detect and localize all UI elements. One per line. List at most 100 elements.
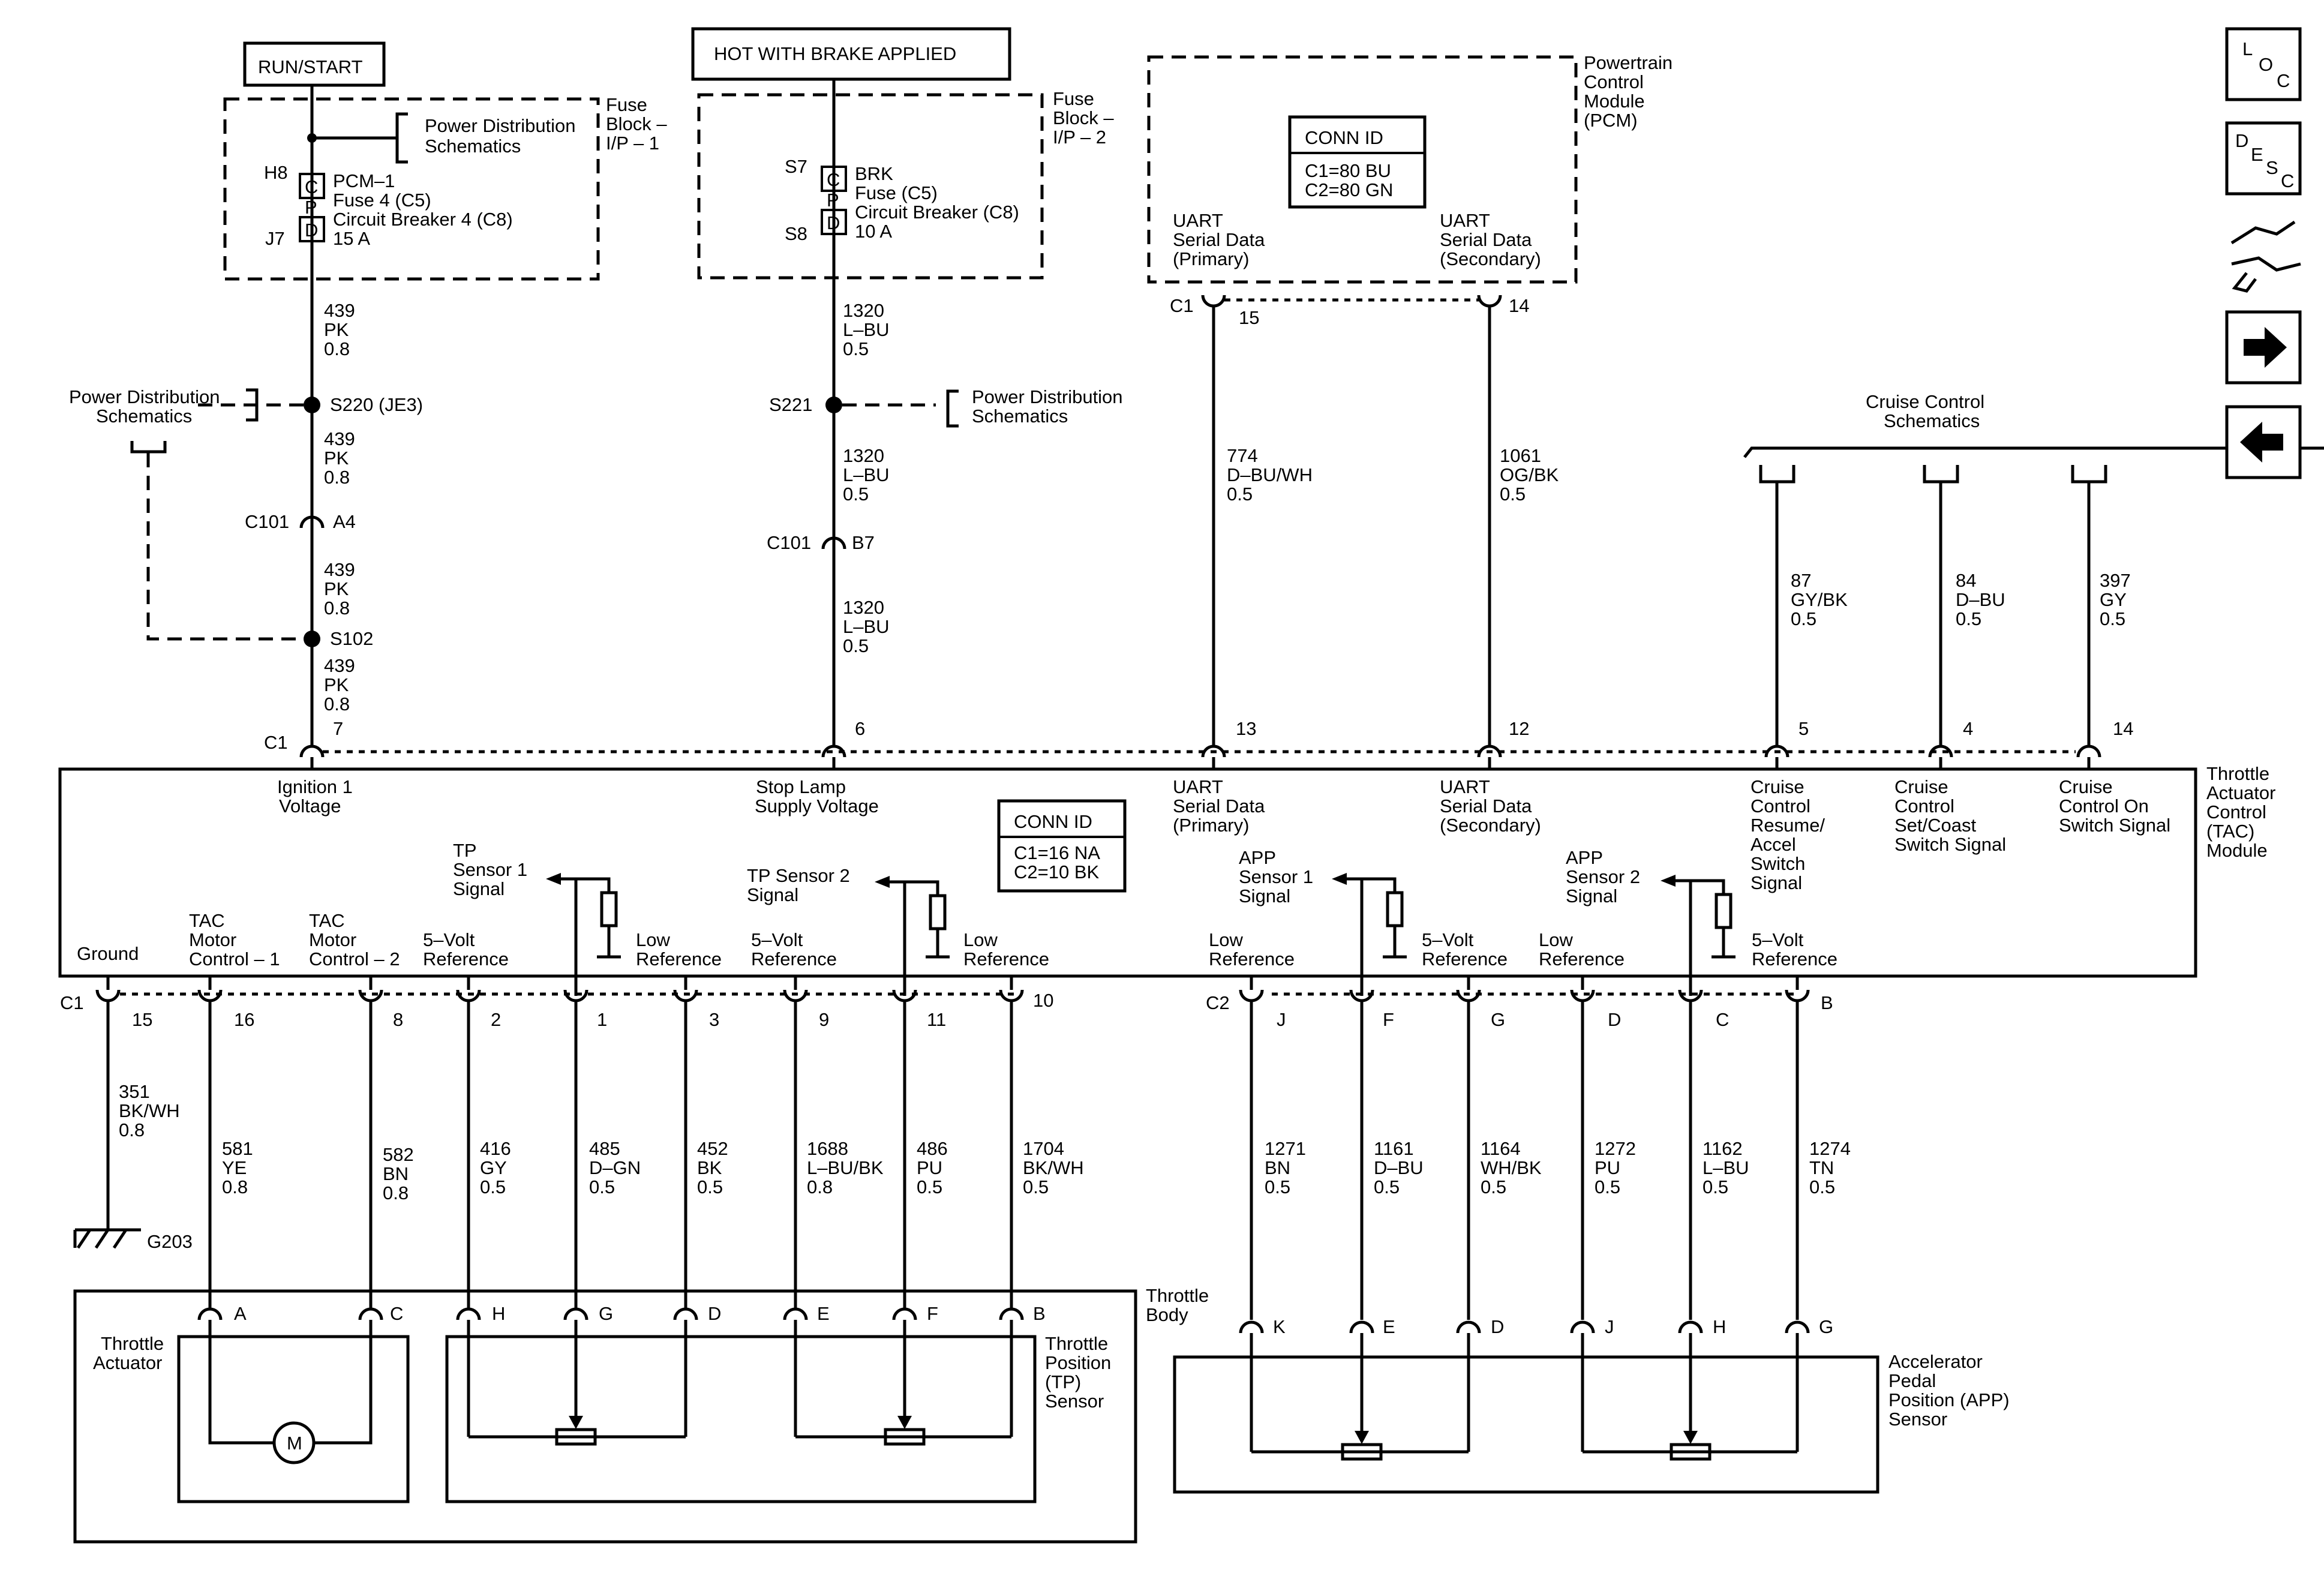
svg-text:K: K [1273, 1316, 1286, 1337]
svg-text:6: 6 [855, 718, 865, 739]
svg-text:9: 9 [819, 1009, 829, 1030]
run-start-label: RUN/START [258, 56, 363, 77]
svg-text:C: C [2277, 70, 2290, 91]
forward-arrow-button[interactable] [2225, 310, 2302, 385]
svg-text:8: 8 [393, 1009, 403, 1030]
svg-text:B7: B7 [852, 532, 875, 553]
bottom-pins-c1: 15 16 8 2 1 3 9 11 10 [132, 990, 1053, 1030]
hot-brake-label: HOT WITH BRAKE APPLIED [714, 43, 956, 64]
ground-label: Ground [77, 943, 139, 964]
svg-text:C1=80 BU: C1=80 BU [1305, 160, 1391, 181]
svg-text:D: D [2235, 130, 2248, 151]
splice-s102 [304, 631, 320, 647]
svg-text:13: 13 [1236, 718, 1256, 739]
svg-text:C101: C101 [245, 511, 289, 532]
svg-text:O: O [2259, 54, 2273, 75]
svg-text:C1: C1 [1170, 295, 1194, 316]
pcm-box [1147, 55, 1578, 284]
svg-text:D: D [708, 1303, 721, 1324]
motor-icon [272, 1421, 316, 1464]
svg-text:10: 10 [1033, 990, 1053, 1011]
svg-text:G: G [599, 1303, 613, 1324]
svg-text:H: H [492, 1303, 505, 1324]
pin-h8: H8 [264, 162, 288, 183]
svg-text:P: P [827, 190, 839, 211]
svg-text:C2=10 BK: C2=10 BK [1014, 861, 1100, 882]
fuse-block-ip1 [223, 97, 600, 281]
hot-brake-box [691, 27, 1011, 81]
app-sensor [1173, 1355, 1879, 1494]
ground-g203-label: G203 [147, 1231, 193, 1252]
svg-text:E: E [817, 1303, 830, 1324]
svg-text:F: F [1383, 1009, 1394, 1030]
svg-text:M: M [287, 1433, 302, 1454]
svg-text:14: 14 [1509, 295, 1529, 316]
svg-text:G: G [1819, 1316, 1833, 1337]
svg-text:C2: C2 [1206, 992, 1230, 1013]
svg-text:C1: C1 [264, 732, 288, 753]
svg-text:E: E [2251, 144, 2263, 165]
throttle-body [73, 1289, 1137, 1544]
pcm-conn-id [1288, 115, 1427, 209]
tac-module [58, 767, 2197, 978]
svg-text:15: 15 [1239, 307, 1259, 328]
svg-text:3: 3 [709, 1009, 719, 1030]
svg-text:15: 15 [132, 1009, 152, 1030]
svg-text:H: H [1713, 1316, 1726, 1337]
svg-text:S102: S102 [330, 628, 373, 649]
svg-text:C: C [827, 169, 840, 190]
svg-text:S8: S8 [785, 223, 807, 244]
svg-text:J: J [1605, 1316, 1614, 1337]
connector-c101-b7 [821, 536, 846, 550]
ground-g203-icon [73, 1228, 141, 1249]
svg-text:A4: A4 [333, 511, 356, 532]
svg-text:C: C [305, 176, 318, 197]
loc-button[interactable]: LOC [2225, 27, 2302, 101]
connector-tool-icon[interactable] [2230, 220, 2301, 293]
svg-text:C: C [2281, 170, 2294, 191]
back-arrow-button[interactable] [2225, 405, 2302, 479]
svg-text:D: D [305, 220, 318, 241]
svg-text:4: 4 [1963, 718, 1973, 739]
svg-text:S220 (JE3): S220 (JE3) [330, 394, 423, 415]
svg-text:G: G [1491, 1009, 1505, 1030]
svg-text:16: 16 [234, 1009, 254, 1030]
svg-text:D: D [827, 212, 840, 233]
svg-text:F: F [927, 1303, 938, 1324]
